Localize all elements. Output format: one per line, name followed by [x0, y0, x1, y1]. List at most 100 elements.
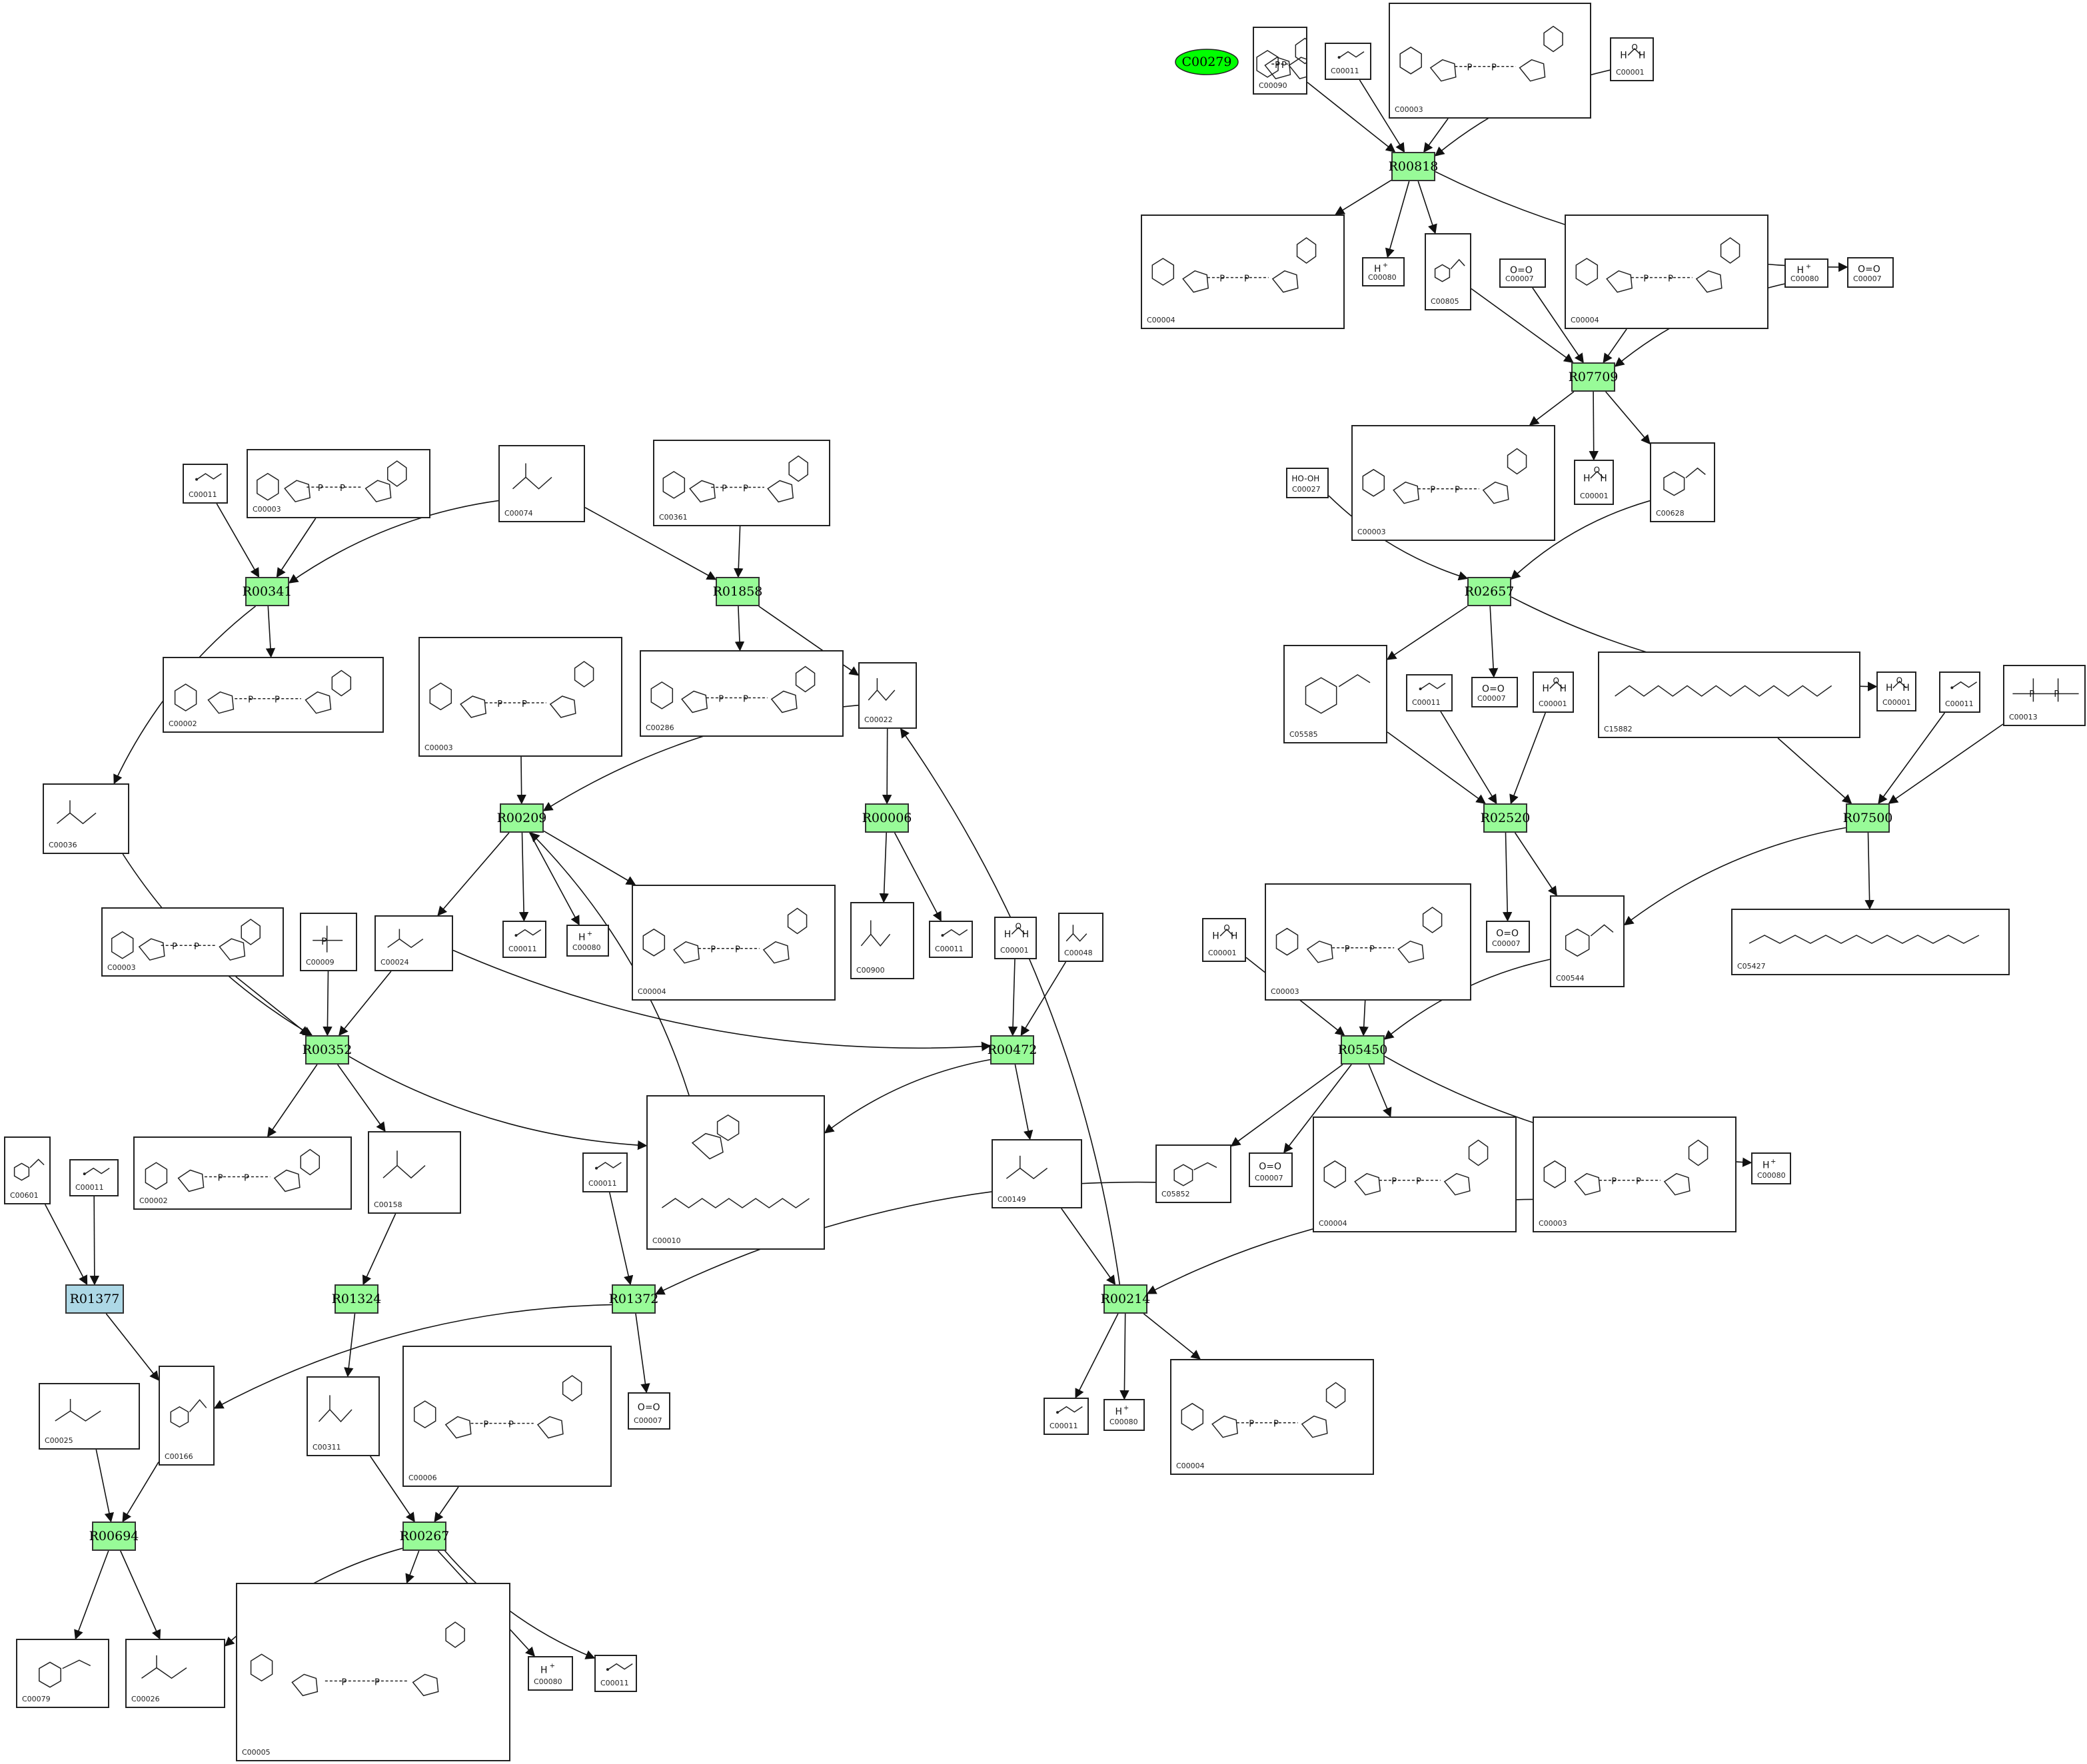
- compound-c00080[interactable]: H+C00080: [1751, 1152, 1791, 1184]
- compound-c00079[interactable]: C00079: [16, 1639, 109, 1708]
- compound-c00011[interactable]: C00011: [1044, 1398, 1089, 1435]
- compound-c00011[interactable]: C00011: [1325, 43, 1371, 80]
- compound-c00022[interactable]: C00022: [858, 662, 917, 729]
- compound-c00011[interactable]: C00011: [1939, 671, 1980, 713]
- reaction-r00209[interactable]: R00209: [497, 803, 546, 833]
- reaction-r01324[interactable]: R01324: [332, 1284, 381, 1314]
- compound-c00026[interactable]: C00026: [125, 1639, 225, 1708]
- compound-id-label: C00011: [189, 490, 217, 499]
- reaction-r00352[interactable]: R00352: [303, 1035, 352, 1065]
- compound-c00011[interactable]: C00011: [502, 921, 546, 958]
- compound-id-label: C00011: [600, 1679, 629, 1687]
- edge-c00007b-to-r07709: [1532, 287, 1584, 364]
- reaction-r01858[interactable]: R01858: [713, 577, 762, 606]
- compound-c00544[interactable]: C00544: [1550, 895, 1625, 987]
- compound-c00011[interactable]: C00011: [929, 921, 973, 958]
- compound-c00158[interactable]: C00158: [368, 1131, 461, 1214]
- compound-id-label: C00003: [1271, 987, 1299, 996]
- reaction-r00214[interactable]: R00214: [1101, 1284, 1150, 1314]
- reaction-r00006[interactable]: R00006: [862, 803, 912, 833]
- compound-c00011[interactable]: C00011: [183, 464, 228, 504]
- reaction-r00818[interactable]: R00818: [1389, 152, 1438, 181]
- reaction-r01372[interactable]: R01372: [609, 1284, 658, 1314]
- compound-c00080[interactable]: H+C00080: [1362, 257, 1405, 286]
- reaction-r01377[interactable]: R01377: [65, 1284, 124, 1314]
- reaction-r07709[interactable]: R07709: [1569, 362, 1618, 392]
- compound-c00011[interactable]: C00011: [69, 1159, 119, 1196]
- reaction-r00694[interactable]: R00694: [89, 1522, 139, 1551]
- compound-c00074[interactable]: C00074: [498, 445, 585, 522]
- compound-c00025[interactable]: C00025: [39, 1383, 140, 1450]
- compound-c00900[interactable]: C00900: [850, 902, 914, 979]
- compound-c00011[interactable]: C00011: [594, 1655, 637, 1692]
- compound-id-label: C00007: [1492, 939, 1521, 948]
- compound-c00080[interactable]: H+C00080: [1103, 1399, 1145, 1431]
- compound-c00010[interactable]: C00010: [646, 1095, 825, 1250]
- edge-r00209-to-c00024: [437, 832, 510, 917]
- compound-c00024[interactable]: C00024: [374, 915, 453, 971]
- reaction-r02657[interactable]: R02657: [1465, 577, 1514, 606]
- compound-c15882[interactable]: C15882: [1598, 652, 1860, 738]
- compound-c00601[interactable]: C00601: [4, 1136, 51, 1204]
- compound-c00048[interactable]: C00048: [1058, 913, 1103, 962]
- compound-c05585[interactable]: C05585: [1283, 645, 1387, 743]
- reaction-r00341[interactable]: R00341: [243, 577, 292, 606]
- compound-id-label: C00011: [935, 945, 964, 953]
- compound-c00149[interactable]: C00149: [992, 1139, 1082, 1208]
- compound-c00011[interactable]: C00011: [582, 1152, 628, 1192]
- compound-id-label: C00003: [1395, 105, 1423, 114]
- compound-c00311[interactable]: C00311: [307, 1376, 380, 1456]
- reaction-r02520[interactable]: R02520: [1481, 803, 1530, 833]
- compound-c00080[interactable]: H+C00080: [528, 1656, 573, 1691]
- compound-c00011[interactable]: C00011: [1406, 674, 1453, 711]
- compound-c00080[interactable]: H+C00080: [1784, 258, 1828, 288]
- reaction-r05450[interactable]: R05450: [1338, 1035, 1387, 1065]
- reaction-r00472[interactable]: R00472: [988, 1035, 1037, 1065]
- compound-c00628[interactable]: C00628: [1650, 442, 1715, 522]
- start-node[interactable]: C00279: [1174, 48, 1239, 76]
- compound-c05427[interactable]: C05427: [1731, 909, 2010, 975]
- compound-id-label: C00286: [646, 723, 674, 732]
- compound-c00080[interactable]: H+C00080: [566, 925, 609, 957]
- compound-c00166[interactable]: C00166: [159, 1366, 215, 1466]
- compound-c05852[interactable]: C05852: [1155, 1144, 1231, 1203]
- reaction-r07500[interactable]: R07500: [1843, 803, 1892, 833]
- compound-c00036[interactable]: C00036: [43, 783, 129, 854]
- reaction-r00267[interactable]: R00267: [400, 1522, 449, 1551]
- compound-c00805[interactable]: C00805: [1425, 233, 1471, 310]
